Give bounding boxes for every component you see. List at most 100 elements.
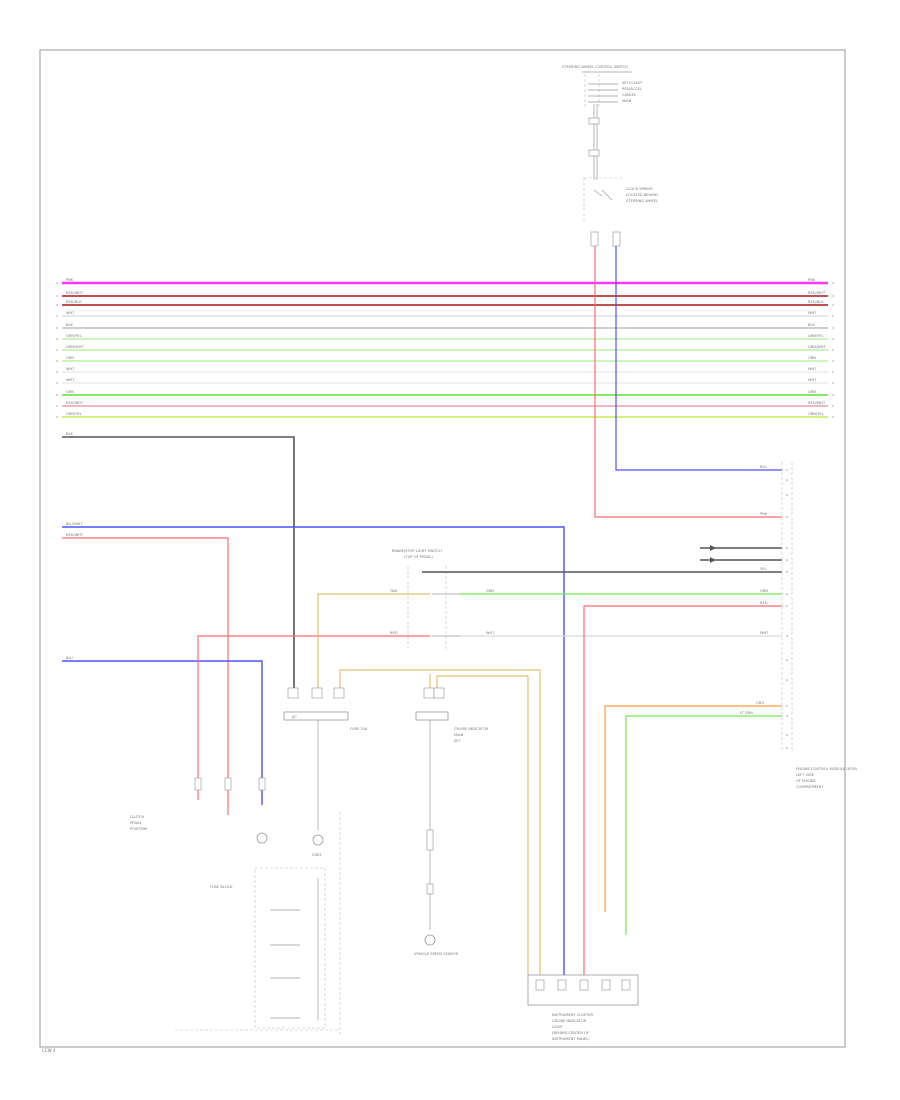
bus-label-right-1: PNK [808, 278, 816, 282]
wire-tan-cluster-1 [339, 669, 541, 975]
ecm-wire-label-grn: GRN [760, 589, 768, 593]
wire-blue-short [62, 660, 263, 805]
cluster-label: INSTRUMENT CLUSTER [552, 1013, 593, 1017]
bus-label-left-10: WHT [66, 378, 75, 382]
bus-label-right-5: BLK [808, 323, 815, 327]
speed-sensor: VEHICLE SPEED SENSOR [414, 760, 459, 956]
ecm-wire-label-yel: YEL [760, 567, 766, 571]
cluster-note-3: (BEHIND CENTER OF [552, 1031, 589, 1035]
speed-sensor-label: VEHICLE SPEED SENSOR [414, 952, 459, 956]
wire-label-blu: BLU [66, 656, 73, 660]
junction-right: CRUISE INDICATOR MAIN SET [415, 687, 489, 760]
ecm-wire-label-blu: BLU [760, 465, 767, 469]
wire-label-grn: GRN [486, 589, 494, 593]
instrument-cluster: INSTRUMENT CLUSTER CRUISE INDICATOR LIGH… [527, 974, 639, 1041]
bus-label-left-4: WHT [66, 311, 75, 315]
bus-label-left-7: GRN/WHT [66, 345, 84, 349]
cluster-note-1: CRUISE INDICATOR [552, 1019, 587, 1023]
steering-switch-label: STEERING WHEEL CONTROL SWITCH [562, 65, 628, 69]
clutch-switch-note-1: CLUTCH [130, 815, 144, 819]
diagram-frame [39, 49, 846, 1048]
wire-red-mid [197, 635, 430, 800]
wire-label-black: BLK [66, 432, 73, 436]
steering-switch-note-1: SET/COAST [622, 81, 643, 85]
cruise-indicator-label: CRUISE INDICATOR [454, 727, 489, 731]
wire-orange-cluster-ecm [604, 705, 782, 912]
bus-label-left-9: WHT [66, 367, 75, 371]
wire-red-clockspring-ecm [594, 246, 782, 518]
wire-ltgreen-cluster-ecm [625, 715, 782, 935]
bus-label-left-2: RED/WHT [66, 291, 84, 295]
wire-label-wht: WHT [486, 631, 495, 635]
ecm-side-1: LEFT SIDE [796, 773, 815, 777]
steering-switch-note-4: MAIN [622, 99, 632, 103]
wire-label-red: RED [390, 631, 398, 635]
bus-label-right-8: GRN [808, 356, 816, 360]
wire-red-cluster-ecm [583, 605, 782, 975]
steering-switch-note-3: CANCEL [622, 93, 636, 97]
steering-switch-note-2: RES/ACCEL [622, 87, 642, 91]
clock-spring-note-2: STEERING WHEEL [626, 199, 658, 203]
bus-label-right-6: GRN/YEL [808, 334, 824, 338]
wire-bus: PNK PNK RED/WHT RED/WHT RED/BLK RED/BLK … [56, 278, 834, 418]
wire-tan-stop [317, 593, 430, 690]
fuse-block: FUSE BLOCK [175, 812, 341, 1035]
wire-label-lt-grn: LT GRN [740, 711, 753, 715]
bus-label-right-10: WHT [808, 378, 817, 382]
clock-spring-label: CLOCK SPRING [626, 187, 653, 191]
cruise-indicator-note-1: MAIN [454, 733, 464, 737]
wire-label-org: ORG [756, 701, 764, 705]
wire-red-left [62, 537, 229, 815]
ecm-side-2: OF ENGINE [796, 779, 817, 783]
ground-label: G301 [312, 853, 322, 857]
wire-tan-cluster-2 [436, 675, 529, 975]
stop-switch-note: (TOP OF PEDAL) [404, 555, 433, 559]
wire-blue-long [62, 526, 565, 975]
ecm-label: ENGINE CONTROL MODULE (ECM) [796, 767, 858, 771]
bus-label-left-6: GRN/YEL [66, 334, 82, 338]
bus-label-right-4: WHT [808, 311, 817, 315]
bus-label-left-12: RED/WHT [66, 401, 84, 405]
wire-blue-clockspring-ecm [615, 246, 782, 471]
bus-label-left-3: RED/BLK [66, 300, 82, 304]
ecm-wire-label-wht: WHT [760, 631, 769, 635]
page-id: CCW 4 [42, 1048, 56, 1053]
clock-spring-note-1: LOCATED BEHIND [626, 193, 658, 197]
junction-left: J/C FUSE 20A [283, 687, 368, 760]
arrow-1 [710, 545, 716, 551]
bus-label-left-1: PNK [66, 278, 74, 282]
ecm-side-3: COMPARTMENT [796, 785, 824, 789]
wire-label-tan: TAN [389, 589, 397, 593]
bus-label-right-9: WHT [808, 367, 817, 371]
cluster-note-4: INSTRUMENT PANEL) [552, 1037, 590, 1041]
bus-label-left-8: GRN [66, 356, 74, 360]
bus-label-right-2: RED/WHT [808, 291, 826, 295]
wire-label-red-wht: RED/WHT [66, 533, 84, 537]
bus-label-right-11: GRN [808, 390, 816, 394]
ground-g301: G301 [312, 760, 324, 857]
junction-left-label: J/C [291, 715, 297, 719]
cluster-note-2: LIGHT [552, 1025, 564, 1029]
bus-label-right-7: GRN/WHT [808, 345, 826, 349]
junction-left-note: FUSE 20A [350, 727, 368, 731]
fuse-block-label: FUSE BLOCK [210, 885, 233, 889]
stop-switch: BRAKE/STOP LIGHT SWITCH (TOP OF PEDAL) [392, 549, 460, 650]
cruise-indicator-note-2: SET [454, 739, 462, 743]
bus-label-left-11: GRN [66, 390, 74, 394]
arrow-2 [710, 557, 716, 563]
clutch-switch-note-2: PEDAL [130, 821, 142, 825]
wire-black-vertical [62, 436, 295, 690]
clutch-switch-note-3: POSITION [130, 827, 147, 831]
bus-label-left-13: GRN/YEL [66, 412, 82, 416]
clock-spring: CLOCK SPRING LOCATED BEHIND STEERING WHE… [583, 177, 658, 247]
bus-label-right-3: RED/BLK [808, 300, 824, 304]
bus-label-left-5: BLK [66, 323, 73, 327]
ecm-wire-label-pnk: PNK [760, 512, 768, 516]
steering-switch: STEERING WHEEL CONTROL SWITCH SET/COAST … [562, 65, 643, 180]
wire-label-blu-wht: BLU/WHT [66, 522, 83, 526]
bus-label-right-13: GRN/YEL [808, 412, 824, 416]
ecm-wire-label-red: RED [760, 601, 768, 605]
bus-label-right-12: RED/WHT [808, 401, 826, 405]
clutch-switch: CLUTCH PEDAL POSITION [130, 777, 268, 844]
